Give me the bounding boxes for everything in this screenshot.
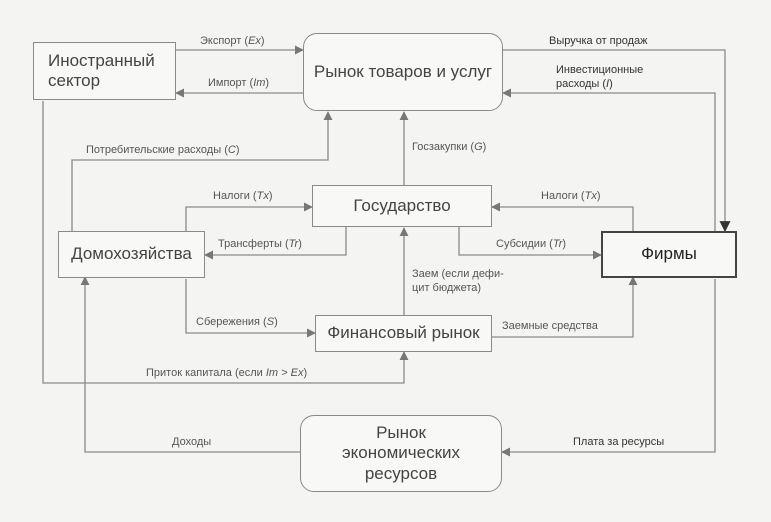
transfers-label: Трансферты (Tr) (218, 238, 302, 250)
borrowed-funds-label: Заемные средства (502, 320, 598, 332)
incomes-label: Доходы (172, 436, 212, 448)
resource-market-node: Рынок экономических ресурсов (300, 415, 502, 492)
savings-arrow (185, 279, 316, 338)
investment-label: Инвестиционные расходы (I) (556, 64, 644, 90)
capital-inflow-arrow (42, 101, 409, 384)
firms-label: Фирмы (641, 244, 697, 264)
consumption-label: Потребительские расходы (C) (86, 144, 240, 156)
firms-node: Фирмы (601, 231, 737, 278)
financial-market-node: Финансовый рынок (315, 315, 492, 352)
capital-inflow-label: Приток капитала (если Im > Ex) (146, 367, 308, 379)
incomes-arrow (80, 276, 300, 453)
resource-payment-label: Плата за ресурсы (573, 436, 665, 448)
import-label: Импорт (Im) (208, 77, 270, 89)
financial-market-label: Финансовый рынок (327, 323, 480, 343)
taxes-firms-label: Налоги (Tx) (541, 190, 601, 202)
subsidies-arrow (458, 225, 602, 260)
savings-label: Сбережения (S) (196, 316, 278, 328)
goods-market-node: Рынок товаров и услуг (303, 33, 503, 111)
consumption-arrow (71, 111, 333, 231)
sales-revenue-arrow (503, 49, 731, 233)
taxes-households-label: Налоги (Tx) (213, 190, 273, 202)
households-node: Домохозяйства (58, 231, 205, 278)
government-label: Государство (353, 195, 451, 215)
foreign-sector-label: Иностранный сектор (48, 50, 155, 90)
resource-market-label: Рынок экономических ресурсов (341, 422, 461, 483)
export-label: Экспорт (Ex) (200, 35, 265, 47)
borrowed-funds-arrow (492, 276, 638, 338)
taxes-firms-arrow (491, 202, 634, 231)
investment-arrow (502, 88, 716, 231)
households-label: Домохозяйства (71, 244, 192, 264)
loan-label: Заем (если дефи- цит бюджета) (412, 268, 504, 294)
sales-revenue-label: Выручка от продаж (549, 35, 648, 47)
foreign-sector-node: Иностранный сектор (33, 42, 176, 100)
goods-market-label: Рынок товаров и услуг (313, 61, 493, 81)
subsidies-label: Субсидии (Tr) (496, 238, 567, 250)
resource-payment-arrow (501, 279, 716, 457)
gov-purchases-label: Госзакупки (G) (412, 141, 487, 153)
transfers-arrow (204, 225, 347, 260)
government-node: Государство (312, 185, 492, 227)
taxes-households-arrow (185, 202, 313, 231)
